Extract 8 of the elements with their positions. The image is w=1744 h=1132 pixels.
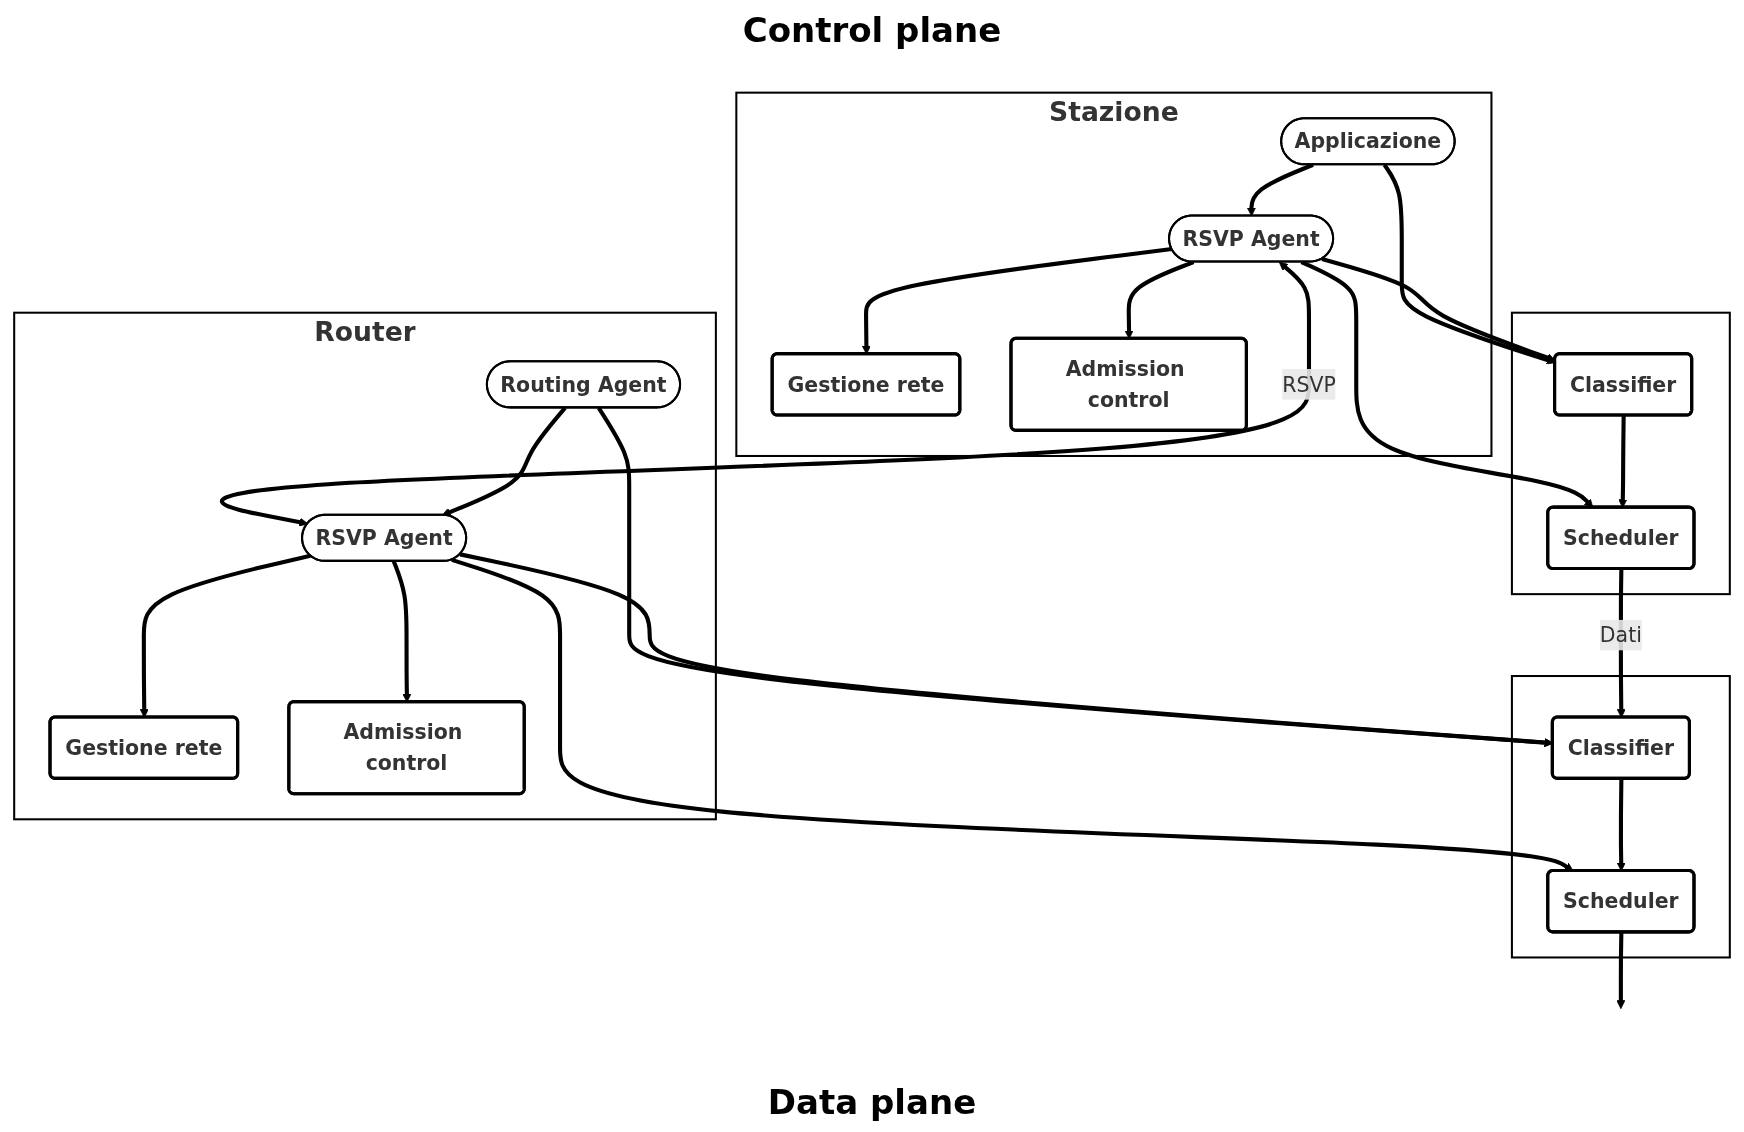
cluster [1510,311,1731,596]
arrow [1616,932,1626,1010]
plane-label: Data plane [767,1082,977,1122]
arrow [221,261,1312,527]
cluster [1510,675,1731,959]
edge-label: RSVP [1282,372,1336,397]
plane-label: Control plane [742,10,1002,50]
edge-label: Dati [1599,622,1642,648]
